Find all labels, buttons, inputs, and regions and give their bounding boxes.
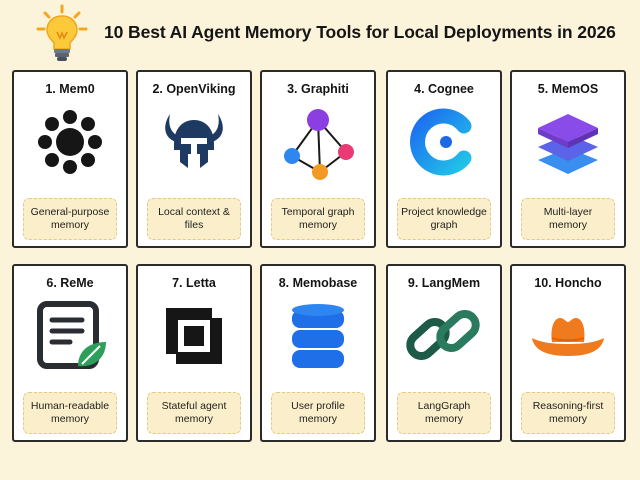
tool-card-title: 1. Mem0	[45, 82, 95, 96]
tool-card-description: Temporal graph memory	[271, 198, 365, 240]
tool-card-memos[interactable]: 5. MemOS Multi-layer memory	[510, 70, 626, 248]
tool-card-title: 7. Letta	[172, 276, 216, 290]
tool-card-description: Local context & files	[147, 198, 241, 240]
mem0-logo-icon	[38, 110, 102, 174]
tool-card-honcho[interactable]: 10. Honcho Reasoning-first memory	[510, 264, 626, 442]
tool-card-letta[interactable]: 7. Letta Stateful agent memory	[136, 264, 252, 442]
tool-card-graphiti[interactable]: 3. Graphiti Temporal graph memory	[260, 70, 376, 248]
tool-card-description: Stateful agent memory	[147, 392, 241, 434]
tool-card-reme[interactable]: 6. ReMe Human-readable memory	[12, 264, 128, 442]
database-icon	[292, 304, 344, 368]
tool-card-memobase[interactable]: 8. Memobase User profile memory	[260, 264, 376, 442]
tool-card-description: Reasoning-first memory	[521, 392, 615, 434]
tool-card-title: 8. Memobase	[278, 276, 358, 290]
tool-card-description: LangGraph memory	[397, 392, 491, 434]
header: 10 Best AI Agent Memory Tools for Local …	[0, 0, 640, 68]
tool-card-description: User profile memory	[271, 392, 365, 434]
tool-card-langmem[interactable]: 9. LangMem LangGraph memory	[386, 264, 502, 442]
tool-card-description: Project knowledge graph	[397, 198, 491, 240]
tool-card-title: 9. LangMem	[407, 276, 481, 290]
tool-card-title: 6. ReMe	[46, 276, 94, 290]
viking-helmet-icon	[165, 114, 223, 168]
tool-card-openviking[interactable]: 2. OpenViking Local context & files	[136, 70, 252, 248]
tool-card-description: Multi-layer memory	[521, 198, 615, 240]
lightbulb-icon	[36, 4, 88, 61]
page-title: 10 Best AI Agent Memory Tools for Local …	[104, 22, 616, 42]
tool-card-title: 10. Honcho	[534, 276, 602, 290]
tool-card-title: 4. Cognee	[414, 82, 474, 96]
tool-card-title: 2. OpenViking	[152, 82, 236, 96]
document-leaf-icon	[37, 301, 106, 369]
tool-card-description: General-purpose memory	[23, 198, 117, 240]
tool-card-cognee[interactable]: 4. Cognee Project knowledge graph	[386, 70, 502, 248]
tool-card-title: 3. Graphiti	[287, 82, 349, 96]
tool-card-description: Human-readable memory	[23, 392, 117, 434]
tool-card-title: 5. MemOS	[537, 82, 599, 96]
graph-network-icon	[284, 109, 354, 180]
letta-logo-icon	[166, 308, 222, 364]
tool-card-mem0[interactable]: 1. Mem0 General-purpose memory	[12, 70, 128, 248]
chain-link-icon	[406, 309, 480, 361]
cowboy-hat-icon	[532, 318, 604, 356]
cognee-logo-icon	[410, 108, 472, 176]
stacked-layers-icon	[538, 114, 598, 174]
